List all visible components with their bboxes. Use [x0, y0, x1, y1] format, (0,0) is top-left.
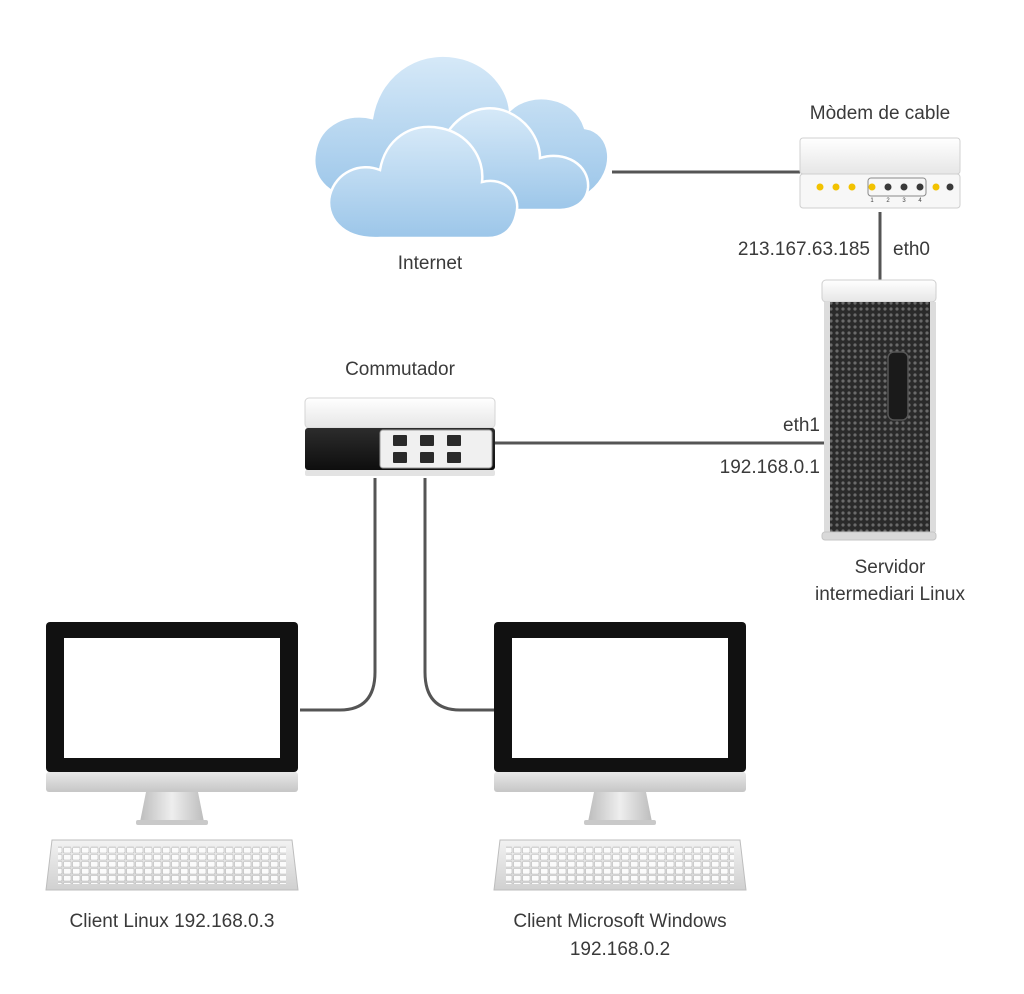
eth1-label: eth1 — [783, 415, 820, 436]
internet-label: Internet — [397, 253, 463, 274]
cable-modem-icon: 1 2 3 4 — [799, 137, 961, 209]
cables — [300, 170, 882, 712]
modem-port-label: 1 — [870, 198, 874, 204]
lan-ip-label: 192.168.0.1 — [719, 457, 820, 478]
switch-label: Commutador — [345, 359, 455, 380]
eth0-label: eth0 — [893, 239, 930, 260]
modem-port-label: 2 — [886, 198, 890, 204]
linux-client-monitor-icon — [46, 622, 298, 825]
linux-client-keyboard-icon — [45, 839, 299, 891]
modem-port-label: 4 — [918, 198, 922, 204]
server-label-line1: Servidor — [854, 557, 926, 578]
cable-switch-linux-client — [300, 478, 377, 712]
network-switch-icon — [304, 397, 496, 476]
windows-client-label-line1: Client Microsoft Windows — [513, 911, 727, 932]
public-ip-label: 213.167.63.185 — [737, 239, 870, 260]
modem-port-label: 3 — [902, 198, 906, 204]
modem-leds — [816, 183, 954, 191]
windows-client-label-line2: 192.168.0.2 — [569, 939, 671, 960]
windows-client-monitor-icon — [494, 622, 746, 825]
linux-client-label: Client Linux 192.168.0.3 — [69, 911, 275, 932]
modem-label: Mòdem de cable — [809, 103, 951, 124]
server-tower-icon — [821, 279, 937, 541]
server-label-line2: intermediari Linux — [815, 584, 965, 605]
internet-cloud-icon — [313, 54, 610, 240]
switch-ports — [393, 435, 461, 463]
windows-client-keyboard-icon — [493, 839, 747, 891]
cable-switch-windows-client — [423, 478, 500, 712]
